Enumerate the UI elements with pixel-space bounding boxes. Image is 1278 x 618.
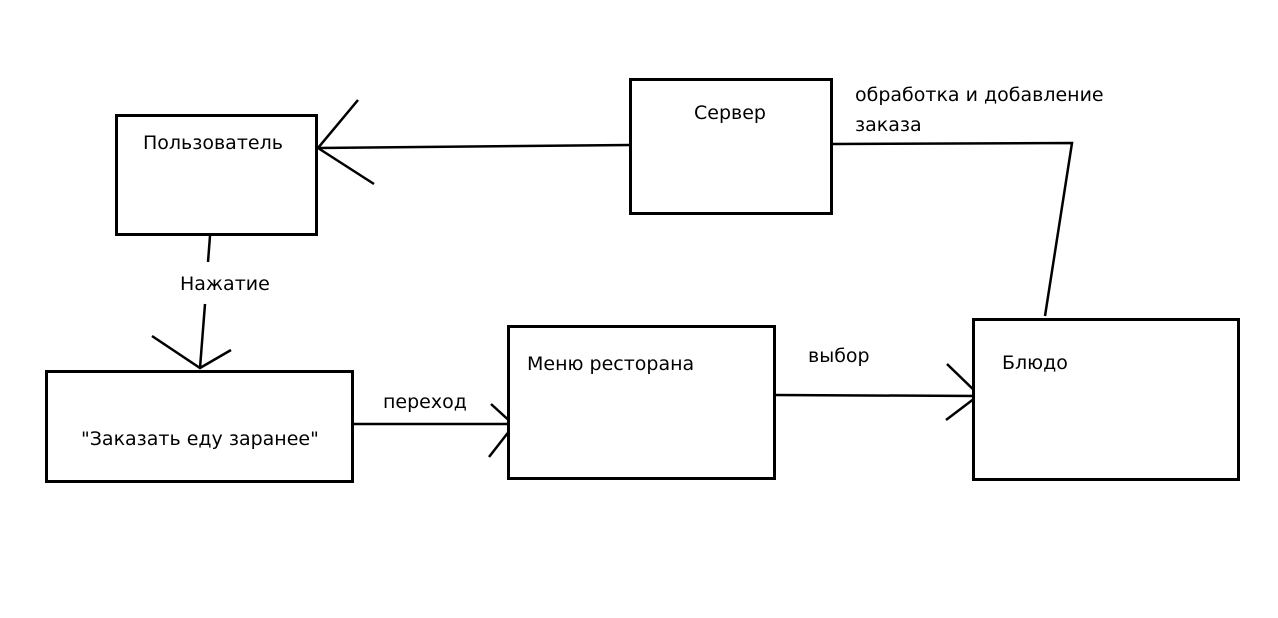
user-to-order-line-bottom <box>198 303 207 369</box>
user-node-label: Пользователь <box>143 132 283 154</box>
dish-to-server-line <box>832 141 1074 317</box>
dish-node: Блюдо <box>972 318 1240 481</box>
menu-to-dish-line <box>774 393 980 398</box>
user-node: Пользователь <box>115 114 318 236</box>
server-to-user-line <box>317 143 631 150</box>
user-to-order-line-top <box>206 235 212 263</box>
server-node: Сервер <box>629 78 833 215</box>
choice-edge-label: выбор <box>808 345 870 367</box>
processing-edge-label-line1: обработка и добавление <box>855 84 1104 106</box>
menu-node-label: Меню ресторана <box>527 353 695 375</box>
dish-node-label: Блюдо <box>1002 352 1068 374</box>
transition-edge-label: переход <box>383 391 467 413</box>
user-to-order-arrowhead <box>151 334 232 370</box>
menu-node: Меню ресторана <box>507 325 776 480</box>
server-to-user-arrowhead <box>316 99 375 186</box>
processing-edge-label-line2: заказа <box>855 114 922 136</box>
order-button-node: "Заказать еду заранее" <box>45 370 354 483</box>
press-edge-label: Нажатие <box>180 273 270 295</box>
server-node-label: Сервер <box>694 102 766 124</box>
order-button-node-label: "Заказать еду заранее" <box>81 428 319 450</box>
